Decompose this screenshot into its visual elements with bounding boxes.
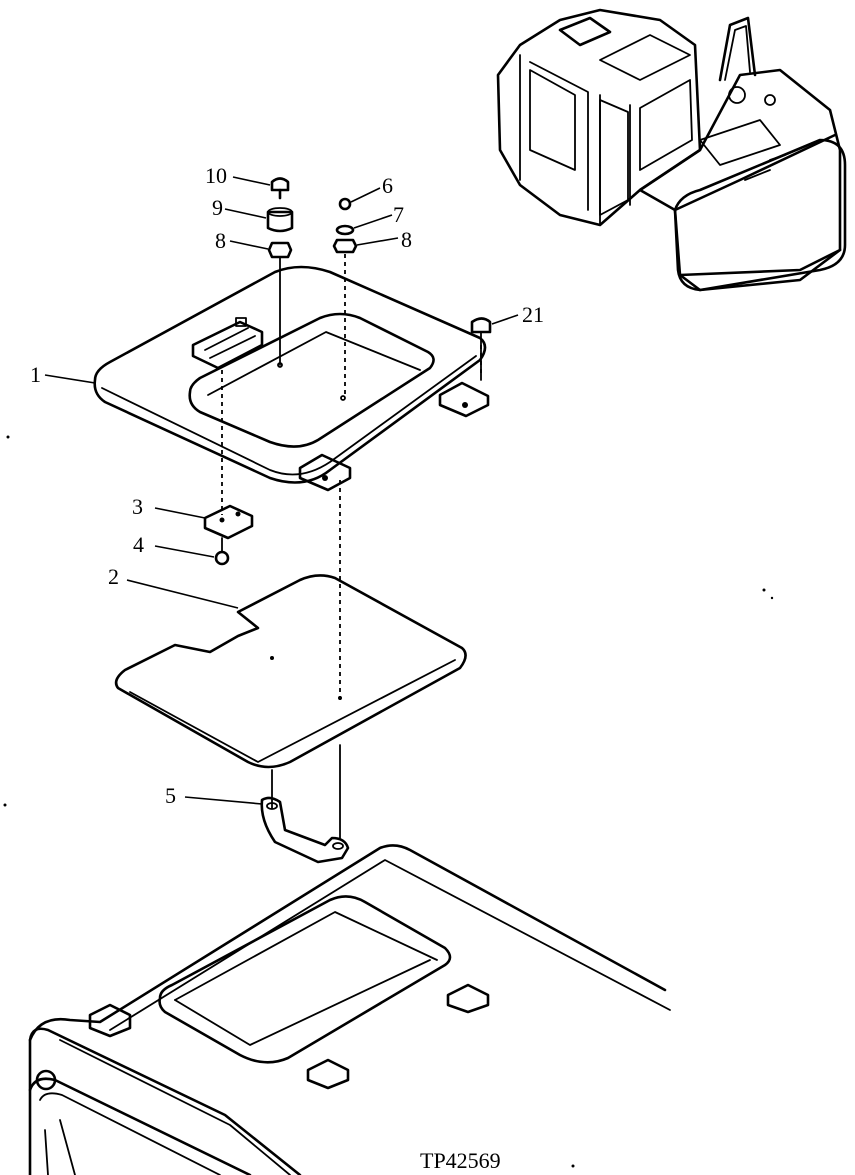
leaders [44,176,519,805]
callout-1: 1 [30,362,41,387]
callout-6: 6 [382,173,393,198]
speck [571,1164,575,1168]
screw-4 [214,537,230,566]
callout-8-left: 8 [215,228,226,253]
excavator-overview [496,8,847,292]
callout-10: 10 [205,163,227,188]
speck [3,803,7,807]
nut-8a [267,241,293,259]
washer-7 [335,224,355,236]
callout-4: 4 [133,532,144,557]
callout-21: 21 [522,302,544,327]
callout-labels: 10 9 8 6 7 8 21 1 3 4 2 5 [30,163,544,808]
seal-2 [114,574,467,769]
bolt-10 [270,177,290,200]
hatch-cover-1 [93,265,490,492]
drawing-code: TP42569 [420,1148,501,1173]
callout-5: 5 [165,783,176,808]
speck [762,588,766,592]
collar-9 [266,207,294,233]
callout-8-right: 8 [401,227,412,252]
bolt-21 [470,317,492,381]
handle-5 [260,796,350,864]
callout-7: 7 [393,202,404,227]
nut-8b [332,238,358,254]
callout-9: 9 [212,195,223,220]
callout-2: 2 [108,564,119,589]
speck [6,435,10,439]
bracket-3 [203,504,254,540]
callout-3: 3 [132,494,143,519]
speck [770,596,774,600]
cab-roof [28,844,671,1175]
screw-6 [338,197,352,211]
